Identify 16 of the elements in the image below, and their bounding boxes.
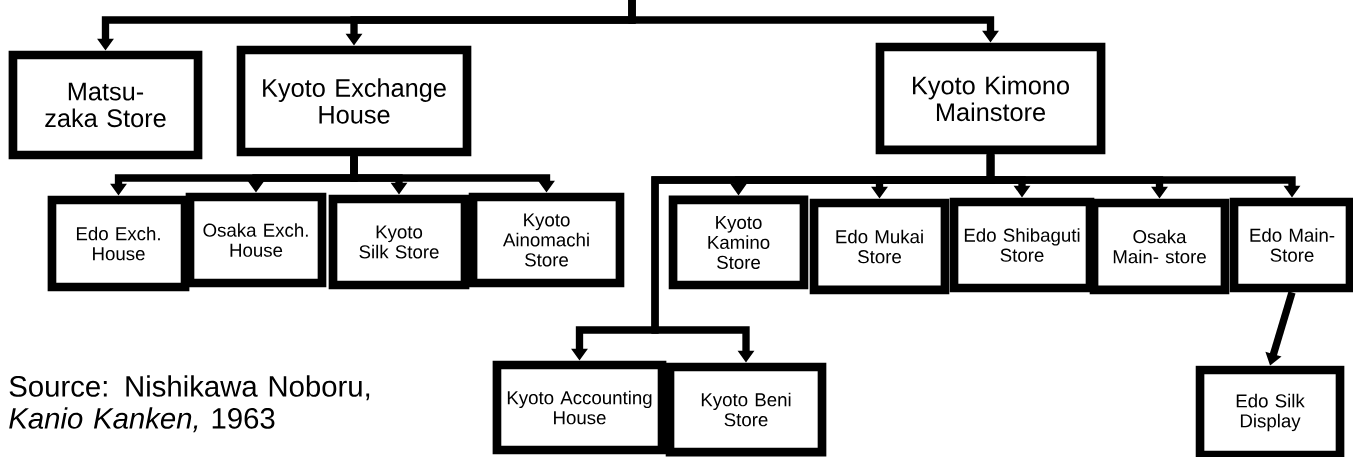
source-note: Source: Nishikawa Noboru, Kanio Kanken, 1963	[9, 375, 370, 433]
org-box: Edo Main- Store	[1229, 197, 1353, 293]
org-box: Kyoto Kimono Mainstore	[875, 42, 1106, 155]
org-box: Kyoto Kamino Store	[668, 195, 809, 290]
org-box: Osaka Exch. House	[185, 192, 327, 288]
org-box: Osaka Main- store	[1089, 198, 1230, 295]
org-box: Kyoto Exchange House	[236, 45, 472, 157]
org-box: Kyoto Ainomachi Store	[468, 192, 625, 288]
org-box: Edo Exch. House	[47, 195, 190, 292]
org-box: Kyoto Accounting House	[492, 360, 667, 455]
org-box: Kyoto Silk Store	[328, 194, 470, 290]
org-box: Matsu- zaka Store	[8, 50, 203, 160]
org-box: Kyoto Beni Store	[665, 362, 827, 457]
org-box: Edo Shibaguti Store	[949, 197, 1095, 293]
org-box: Edo Silk Display	[1195, 365, 1345, 457]
org-box: Edo Mukai Store	[809, 198, 950, 295]
